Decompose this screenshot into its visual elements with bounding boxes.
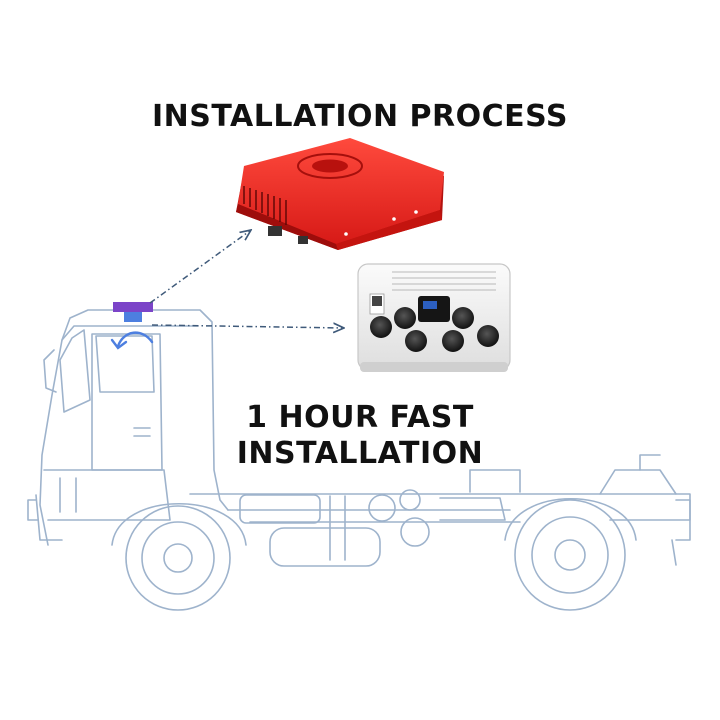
tagline-line-1: 1 HOUR FAST [246, 400, 474, 435]
tagline-line-2: INSTALLATION [236, 436, 484, 471]
roof-mount-marker-icon [113, 302, 153, 322]
truck-chassis-line-drawing-icon [27, 309, 691, 611]
install-arrows [149, 230, 344, 328]
red-rooftop-air-conditioner-unit-icon [236, 138, 444, 250]
white-interior-vent-panel-icon [357, 263, 511, 372]
page-title: INSTALLATION PROCESS [152, 99, 568, 134]
curved-airflow-arrow-icon [110, 331, 154, 350]
